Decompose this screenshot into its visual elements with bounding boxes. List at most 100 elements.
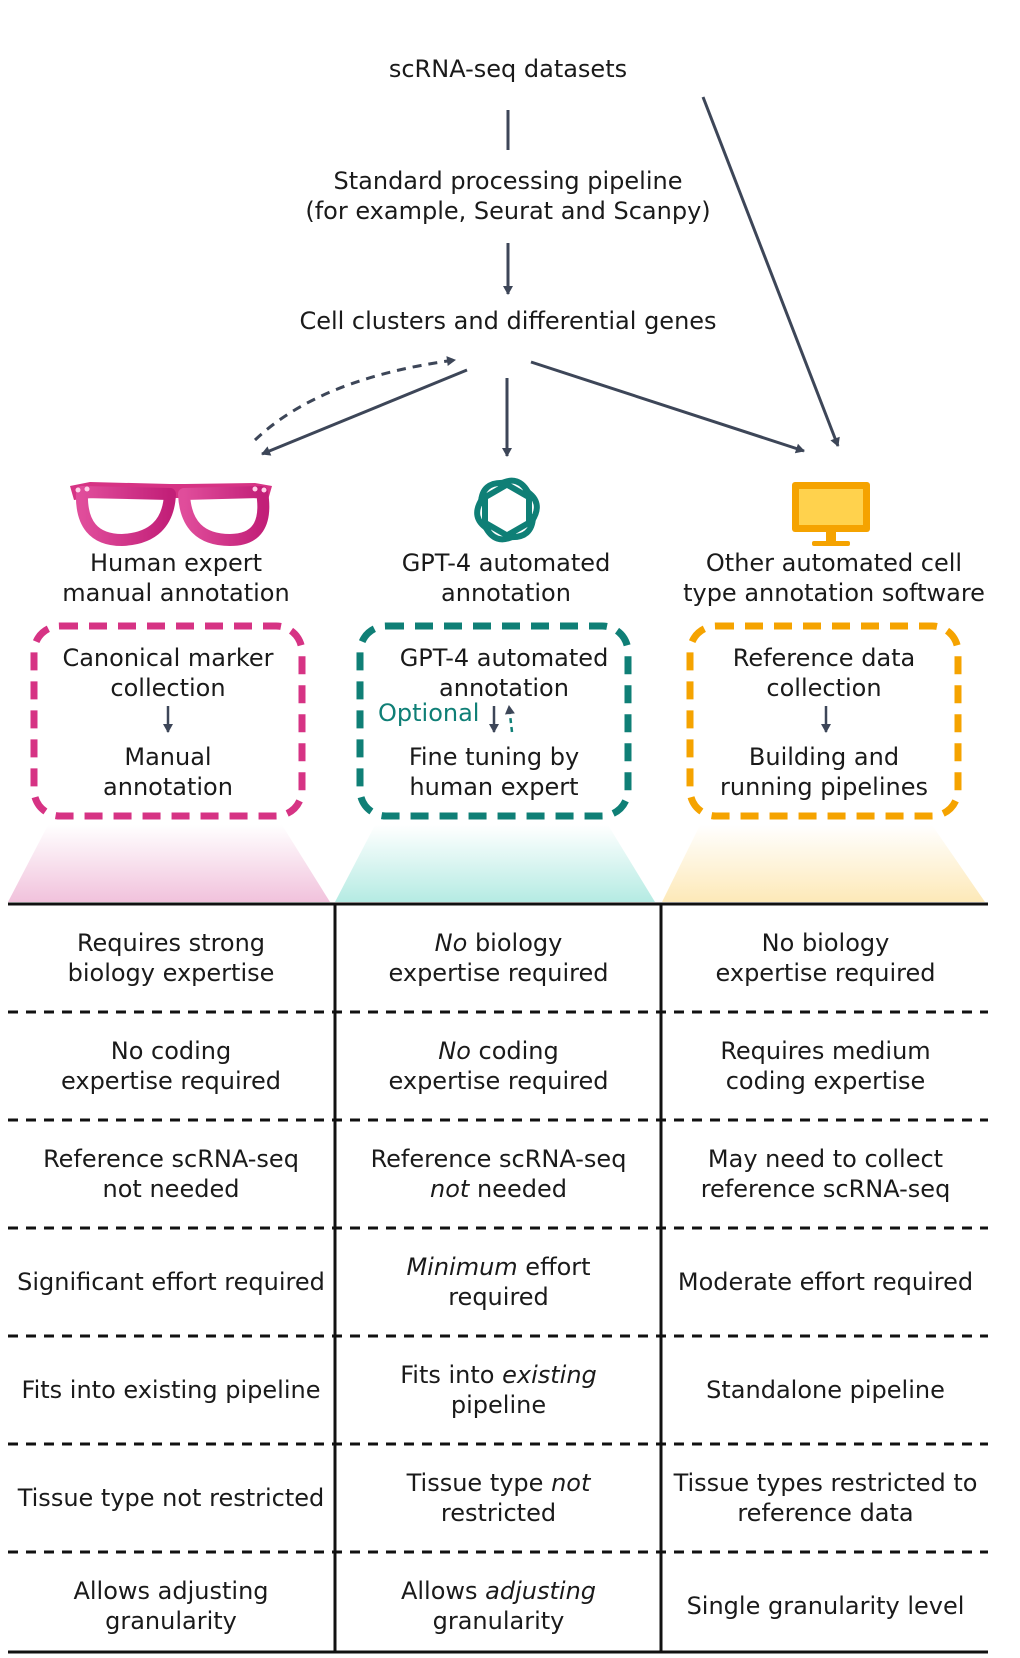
text: May need to collect (707, 1145, 944, 1173)
gpt-method-title: GPT-4 automated annotation (401, 549, 611, 607)
text: Allows adjusting (73, 1577, 269, 1605)
text: Reference scRNA-seq (370, 1145, 627, 1173)
cell-line: granularity (105, 1606, 237, 1636)
human-box-top-text: Canonical marker collection (62, 644, 274, 702)
table-cell: Single granularity level (663, 1554, 988, 1658)
cell-line: restricted (441, 1498, 556, 1528)
software-method-title: Other automated cell type annotation sof… (683, 549, 985, 607)
human-method-title: Human expert manual annotation (62, 549, 290, 607)
cell-line: Requires strong (77, 928, 265, 958)
cell-line: Tissue types restricted to (674, 1468, 978, 1498)
text: Tissue type not restricted (17, 1484, 325, 1512)
cell-line: Fits into existing (400, 1360, 597, 1390)
cell-line: Tissue type not (407, 1468, 591, 1498)
italic-text: adjusting (485, 1577, 597, 1605)
cell-line: No coding (438, 1036, 559, 1066)
human-box-bottom-text: Manual annotation (103, 743, 233, 801)
glasses-icon (70, 482, 272, 546)
text: biology expertise (67, 959, 275, 987)
table-cell: Significant effort required (8, 1230, 334, 1334)
cell-line: pipeline (451, 1390, 546, 1420)
cell-line: May need to collect (708, 1144, 943, 1174)
text: Allows (400, 1577, 486, 1605)
datasets-to-software-arrow (701, 96, 840, 447)
cell-line: expertise required (389, 1066, 609, 1096)
cell-line: granularity (433, 1606, 565, 1636)
gpt-column-gradient (335, 825, 655, 902)
text: effort (517, 1253, 591, 1281)
gpt-box-top-text: GPT-4 automated annotation (399, 644, 609, 702)
processing-pipeline-label: Standard processing pipeline (for exampl… (305, 167, 711, 225)
cell-line: expertise required (389, 958, 609, 988)
text: Moderate effort required (677, 1268, 974, 1296)
italic-text: No (438, 1037, 471, 1065)
text: Tissue types restricted to (673, 1469, 978, 1497)
human-dashed-box (30, 622, 306, 820)
gpt-optional-label: Optional (378, 699, 480, 727)
software-dashed-box (686, 622, 962, 820)
text: expertise required (715, 959, 936, 987)
text: coding expertise (725, 1067, 926, 1095)
text: Tissue type (406, 1469, 552, 1497)
italic-text: existing (502, 1361, 597, 1389)
text: Significant effort required (17, 1268, 325, 1296)
text: Standalone pipeline (706, 1376, 945, 1404)
cell-line: Allows adjusting (401, 1576, 596, 1606)
cell-line: Fits into existing pipeline (22, 1375, 321, 1405)
human-feedback-dashed-arrow (253, 356, 456, 442)
table-cell: Moderate effort required (663, 1230, 988, 1334)
cell-line: Minimum effort (406, 1252, 590, 1282)
gpt-box-bottom-text: Fine tuning by human expert (408, 743, 580, 801)
text: not needed (102, 1175, 240, 1203)
text: Single granularity level (686, 1592, 965, 1620)
text: Fits into existing pipeline (21, 1376, 321, 1404)
italic-text: not (551, 1469, 591, 1497)
software-column-gradient (662, 825, 985, 902)
text: needed (469, 1175, 567, 1203)
text: pipeline (450, 1391, 547, 1419)
cell-line: Single granularity level (687, 1591, 965, 1621)
cell-line: coding expertise (726, 1066, 926, 1096)
text: expertise required (61, 1067, 281, 1095)
text: expertise required (388, 1067, 609, 1095)
cell-line: not needed (103, 1174, 240, 1204)
text: granularity (105, 1607, 237, 1635)
gpt-dashed-box (356, 622, 632, 820)
text: required (448, 1283, 549, 1311)
cell-line: Significant effort required (17, 1267, 325, 1297)
human-column-gradient (8, 825, 330, 902)
cell-line: Tissue type not restricted (18, 1483, 325, 1513)
text: expertise required (388, 959, 609, 987)
table-cell: Fits into existing pipeline (8, 1338, 334, 1442)
italic-text: No (434, 929, 468, 957)
cell-line: Standalone pipeline (706, 1375, 945, 1405)
text: reference data (737, 1499, 914, 1527)
table-cell: Standalone pipeline (663, 1338, 988, 1442)
cell-line: not needed (430, 1174, 567, 1204)
gpt-optional-up-arrow (504, 705, 515, 733)
cell-line: Allows adjusting (73, 1576, 268, 1606)
table-cell: Tissue type not restricted (8, 1446, 334, 1550)
cell-line: No coding (111, 1036, 232, 1066)
datasets-label: scRNA-seq datasets (388, 55, 628, 83)
comparison-table-lines (8, 902, 988, 1654)
text: biology (467, 929, 563, 957)
text: granularity (432, 1607, 565, 1635)
text: No biology (761, 929, 890, 957)
flow-arrows (253, 96, 840, 457)
cell-line: reference data (737, 1498, 913, 1528)
cell-line: No biology (762, 928, 890, 958)
cell-line: required (448, 1282, 549, 1312)
software-box-top-text: Reference data collection (732, 644, 916, 702)
